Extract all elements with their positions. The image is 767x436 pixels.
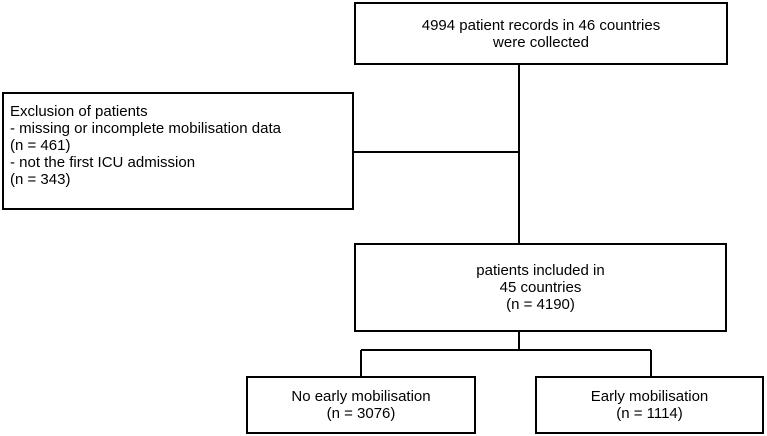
included-line-1: patients included in xyxy=(476,262,605,279)
early-mobilisation-box: Early mobilisation (n = 1114) xyxy=(535,376,764,434)
records-collected-box: 4994 patient records in 46 countries wer… xyxy=(354,2,728,65)
included-line-2: 45 countries xyxy=(499,279,582,296)
exclusion-reason-missing-data: - missing or incomplete mobilisation dat… xyxy=(10,120,281,137)
exclusion-count-missing-data: (n = 461) xyxy=(10,137,71,154)
early-label: Early mobilisation xyxy=(590,388,709,405)
no-early-label: No early mobilisation xyxy=(291,388,431,405)
records-line-2: were collected xyxy=(493,33,589,51)
exclusion-box: Exclusion of patients - missing or incom… xyxy=(2,92,354,210)
records-line-1: 4994 patient records in 46 countries xyxy=(421,16,661,34)
patients-included-box: patients included in 45 countries (n = 4… xyxy=(354,243,727,332)
no-early-mobilisation-box: No early mobilisation (n = 3076) xyxy=(246,376,476,434)
early-count: (n = 1114) xyxy=(616,405,683,422)
exclusion-count-not-first-icu: (n = 343) xyxy=(10,171,71,188)
exclusion-heading: Exclusion of patients xyxy=(10,103,148,120)
no-early-count: (n = 3076) xyxy=(326,405,396,422)
included-line-3: (n = 4190) xyxy=(506,296,575,313)
exclusion-reason-not-first-icu: - not the first ICU admission xyxy=(10,154,196,171)
